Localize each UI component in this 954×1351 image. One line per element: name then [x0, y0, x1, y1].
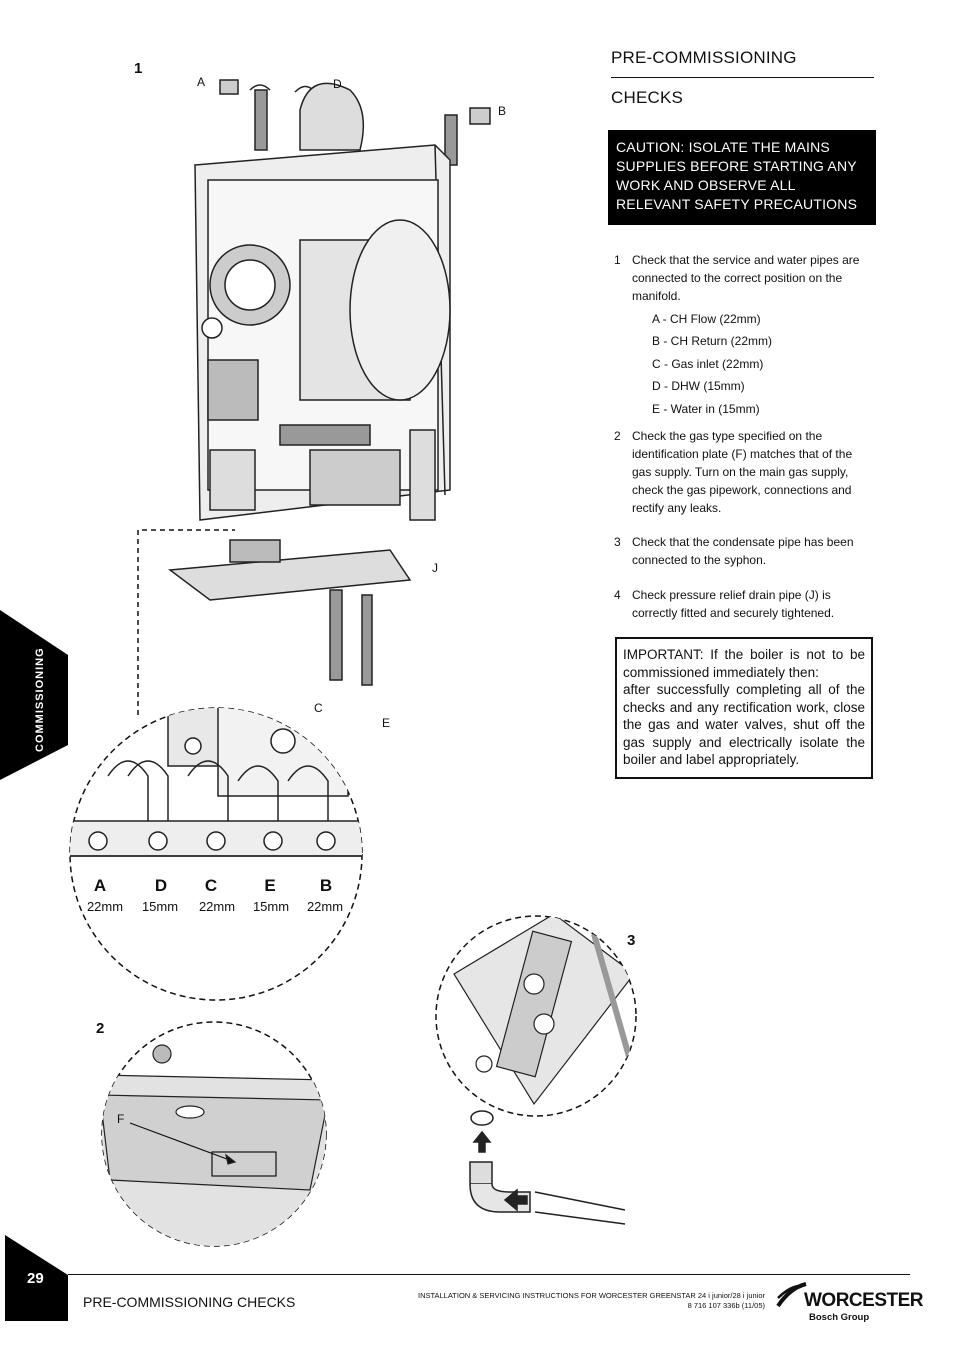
pipe-size-d: 15mm	[141, 899, 179, 914]
checks-list: 1 Check that the service and water pipes…	[614, 251, 876, 631]
brand-name: WORCESTER	[804, 1290, 924, 1311]
identification-plate-circle	[101, 1021, 327, 1247]
pipe-letter-a: A	[93, 876, 107, 895]
pipe-size-e: 15mm	[252, 899, 290, 914]
caution-line-1: CAUTION: ISOLATE THE MAINS	[616, 139, 830, 155]
page-number: 29	[27, 1270, 44, 1287]
check-item-1: 1 Check that the service and water pipes…	[614, 251, 874, 305]
manifold-detail-circle	[69, 707, 363, 1001]
important-line-2: after successfully completing all of the…	[623, 682, 865, 767]
check-number: 3	[614, 535, 621, 549]
footer-title: PRE-COMMISSIONING CHECKS	[83, 1294, 296, 1310]
footer-doc-line1: INSTALLATION & SERVICING INSTRUCTIONS FO…	[417, 1291, 765, 1300]
figure-2-number: 2	[96, 1020, 105, 1037]
caution-box: CAUTION: ISOLATE THE MAINS SUPPLIES BEFO…	[608, 130, 876, 225]
callout-c: C	[314, 701, 323, 715]
important-box: IMPORTANT: If the boiler is not to be co…	[615, 637, 873, 779]
pipe-list-item: A - CH Flow (22mm)	[652, 312, 761, 326]
syphon-connection-drawing	[469, 1110, 626, 1225]
caution-line-4: RELEVANT SAFETY PRECAUTIONS	[616, 196, 858, 212]
callout-a: A	[197, 75, 206, 89]
pipe-letter-d: D	[154, 876, 168, 895]
pipe-list-item: E - Water in (15mm)	[652, 402, 760, 416]
check-number: 2	[614, 429, 621, 443]
boiler-illustration	[167, 79, 491, 686]
callout-e: E	[382, 716, 391, 730]
pipe-letter-c: C	[204, 876, 218, 895]
title-rule	[611, 77, 874, 78]
pipe-list-item: C - Gas inlet (22mm)	[652, 357, 764, 371]
side-tab-label: COMMISSIONING	[34, 647, 46, 752]
figure-3-number: 3	[627, 932, 636, 949]
pipe-letter-e: E	[264, 876, 276, 895]
pipe-list-item: D - DHW (15mm)	[652, 379, 745, 393]
pipe-size-c: 22mm	[198, 899, 236, 914]
callout-j: J	[432, 561, 438, 575]
pipe-size-a: 22mm	[86, 899, 124, 914]
check-item-3: 3 Check that the condensate pipe has bee…	[614, 533, 874, 569]
section-title-line2: CHECKS	[611, 88, 684, 107]
brand-sub: Bosch Group	[809, 1312, 870, 1323]
check-item-2: 2 Check the gas type specified on the id…	[614, 427, 874, 517]
figure-1-number: 1	[134, 60, 143, 77]
check-number: 1	[614, 253, 621, 267]
check-item-4: 4 Check pressure relief drain pipe (J) i…	[614, 586, 874, 622]
worcester-logo-icon	[776, 1282, 807, 1308]
footer-rule	[68, 1274, 910, 1275]
caution-line-2: SUPPLIES BEFORE STARTING ANY	[616, 158, 857, 174]
check-text: Check that the service and water pipes a…	[632, 253, 860, 303]
caution-line-3: WORK AND OBSERVE ALL	[616, 177, 796, 193]
check-text: Check pressure relief drain pipe (J) is …	[632, 588, 835, 620]
check-number: 4	[614, 588, 621, 602]
pipe-letter-b: B	[319, 876, 333, 895]
callout-d: D	[333, 77, 342, 91]
callout-b: B	[498, 104, 507, 118]
pipe-size-b: 22mm	[306, 899, 344, 914]
section-title-line1: PRE-COMMISSIONING	[611, 48, 797, 67]
condensate-syphon-circle	[435, 915, 637, 1117]
pipe-list-item: B - CH Return (22mm)	[652, 334, 773, 348]
detail-leader-line	[137, 529, 235, 715]
check-text: Check the gas type specified on the iden…	[632, 429, 853, 515]
footer-doc-line2: 8 716 107 336b (11/05)	[687, 1301, 765, 1310]
callout-f: F	[117, 1112, 125, 1126]
important-line-1: IMPORTANT: If the boiler is not to be co…	[623, 647, 865, 680]
check-text: Check that the condensate pipe has been …	[632, 535, 854, 567]
